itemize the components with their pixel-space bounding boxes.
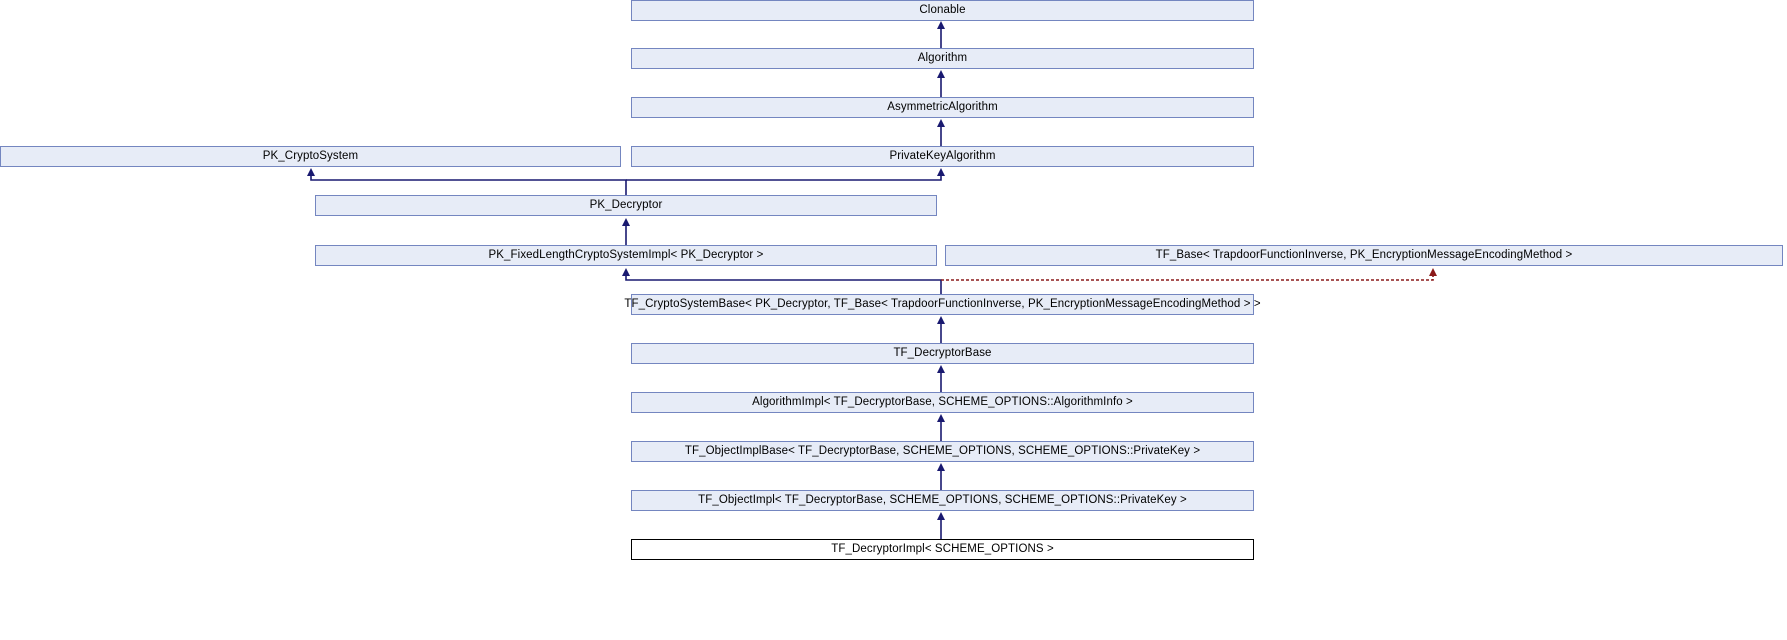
arrowhead-inherit — [937, 21, 945, 29]
class-node-label: TF_Base< TrapdoorFunctionInverse, PK_Enc… — [1155, 248, 1573, 261]
arrowhead-inherit — [937, 70, 945, 78]
class-node-label: TF_DecryptorBase — [893, 346, 992, 359]
arrowhead-inherit — [307, 168, 315, 176]
class-node-label: PK_Decryptor — [589, 198, 663, 211]
class-node-label: Algorithm — [917, 51, 968, 64]
arrowhead-inherit — [937, 463, 945, 471]
class-node-label: Clonable — [919, 3, 966, 16]
class-node-label: TF_ObjectImpl< TF_DecryptorBase, SCHEME_… — [698, 493, 1187, 506]
arrowhead-inherit — [937, 365, 945, 373]
class-node-label: PrivateKeyAlgorithm — [889, 149, 996, 162]
class-node-tf-objectimpl[interactable]: TF_ObjectImpl< TF_DecryptorBase, SCHEME_… — [631, 490, 1254, 511]
class-node-tf-base[interactable]: TF_Base< TrapdoorFunctionInverse, PK_Enc… — [945, 245, 1783, 266]
class-node-tf-decryptorbase[interactable]: TF_DecryptorBase — [631, 343, 1254, 364]
arrowhead-inherit — [937, 316, 945, 324]
class-node-pk-cryptosystem[interactable]: PK_CryptoSystem — [0, 146, 621, 167]
arrowhead-inherit — [622, 218, 630, 226]
class-node-label: TF_DecryptorImpl< SCHEME_OPTIONS > — [831, 542, 1054, 555]
arrowhead-inherit — [622, 268, 630, 276]
edge-pk-decryptor-to-pk-cryptosystem — [310, 172, 627, 195]
class-node-asymmetric[interactable]: AsymmetricAlgorithm — [631, 97, 1254, 118]
class-node-pk-decryptor[interactable]: PK_Decryptor — [315, 195, 937, 216]
arrowhead-inherit — [937, 119, 945, 127]
class-node-label: AsymmetricAlgorithm — [887, 100, 998, 113]
class-node-label: TF_ObjectImplBase< TF_DecryptorBase, SCH… — [684, 444, 1201, 457]
class-node-label: PK_CryptoSystem — [262, 149, 359, 162]
arrowhead-template — [1429, 268, 1437, 276]
edge-tf-cryptosystembase-to-tf-base — [941, 272, 1434, 281]
class-node-clonable[interactable]: Clonable — [631, 0, 1254, 21]
arrowhead-inherit — [937, 414, 945, 422]
class-node-tf-cryptosystembase[interactable]: TF_CryptoSystemBase< PK_Decryptor, TF_Ba… — [624, 294, 1261, 315]
arrowhead-inherit — [937, 168, 945, 176]
class-node-label: TF_CryptoSystemBase< PK_Decryptor, TF_Ba… — [624, 297, 1261, 310]
class-node-label: PK_FixedLengthCryptoSystemImpl< PK_Decry… — [488, 248, 764, 261]
class-node-tf-decryptorimpl[interactable]: TF_DecryptorImpl< SCHEME_OPTIONS > — [631, 539, 1254, 560]
arrowhead-inherit — [937, 512, 945, 520]
class-node-algorithm[interactable]: Algorithm — [631, 48, 1254, 69]
edge-tf-cryptosystembase-to-pk-fixedlength — [625, 272, 942, 294]
class-node-pk-fixedlength[interactable]: PK_FixedLengthCryptoSystemImpl< PK_Decry… — [315, 245, 937, 266]
class-node-label: AlgorithmImpl< TF_DecryptorBase, SCHEME_… — [752, 395, 1133, 408]
edge-pk-decryptor-to-privatekeyalgorithm — [626, 172, 942, 181]
class-node-privatekeyalgorithm[interactable]: PrivateKeyAlgorithm — [631, 146, 1254, 167]
class-node-tf-objectimplbase[interactable]: TF_ObjectImplBase< TF_DecryptorBase, SCH… — [631, 441, 1254, 462]
class-node-algorithmimpl[interactable]: AlgorithmImpl< TF_DecryptorBase, SCHEME_… — [631, 392, 1254, 413]
